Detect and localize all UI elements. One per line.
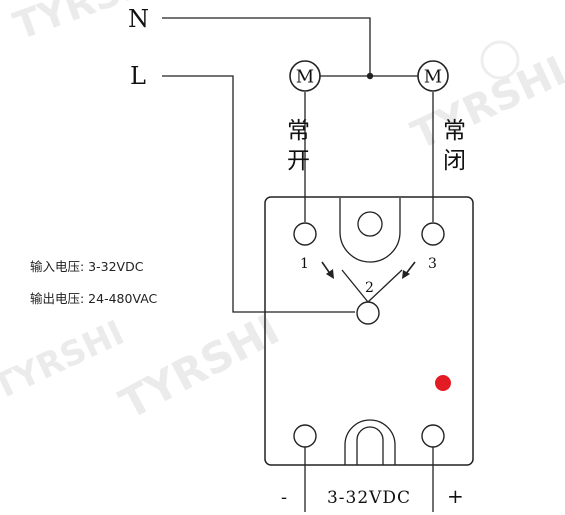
input-plus-terminal (421, 424, 445, 448)
normally-closed-label-2: 闭 (443, 148, 466, 174)
neutral-wire (162, 17, 371, 76)
contact-arms (341, 269, 403, 303)
terminal-3 (421, 222, 445, 246)
bottom-mount-slot (344, 419, 396, 465)
normally-closed-label-1: 常 (443, 118, 466, 144)
watermark-logo-icon (480, 40, 520, 80)
line-label: L (130, 62, 146, 90)
input-voltage-spec: 输入电压: 3-32VDC (30, 259, 144, 274)
terminal-1-label: 1 (300, 256, 309, 272)
watermark-text: TYRSHI (0, 313, 130, 408)
input-plus-label: + (447, 484, 464, 508)
motor-left-symbol: M (296, 67, 314, 88)
input-minus-terminal (293, 424, 317, 448)
input-minus-label: - (281, 487, 287, 508)
top-mount-notch (339, 198, 401, 263)
terminal-2-label: 2 (365, 280, 374, 296)
motor-left: M (289, 60, 321, 92)
watermark: TYRSHI TYRSHI TYRSHI TYRSHI (0, 0, 565, 429)
output-voltage-spec: 输出电压: 24-480VAC (30, 291, 158, 306)
motor-right-symbol: M (424, 67, 442, 88)
terminal-2 (356, 301, 380, 325)
terminal-1 (293, 222, 317, 246)
line-wire (162, 75, 355, 313)
neutral-label: N (128, 5, 149, 33)
terminal-3-label: 3 (428, 256, 437, 272)
input-voltage-label: 3-32VDC (327, 488, 411, 508)
bottom-mount-slot-inner (356, 426, 384, 465)
status-indicator-led (435, 375, 451, 391)
normally-open-label-2: 开 (287, 148, 310, 174)
relay-body (264, 196, 474, 466)
normally-open-label-1: 常 (287, 118, 310, 144)
contact-arm-right (367, 269, 403, 303)
top-mount-hole (357, 211, 383, 237)
junction-dot (366, 72, 374, 80)
watermark-text: TYRSHI (112, 305, 287, 429)
contact-left-arrowhead-icon (326, 269, 334, 279)
contact-arm-left (341, 269, 369, 303)
motor-right: M (417, 60, 449, 92)
contact-right-arrowhead-icon (402, 270, 410, 279)
